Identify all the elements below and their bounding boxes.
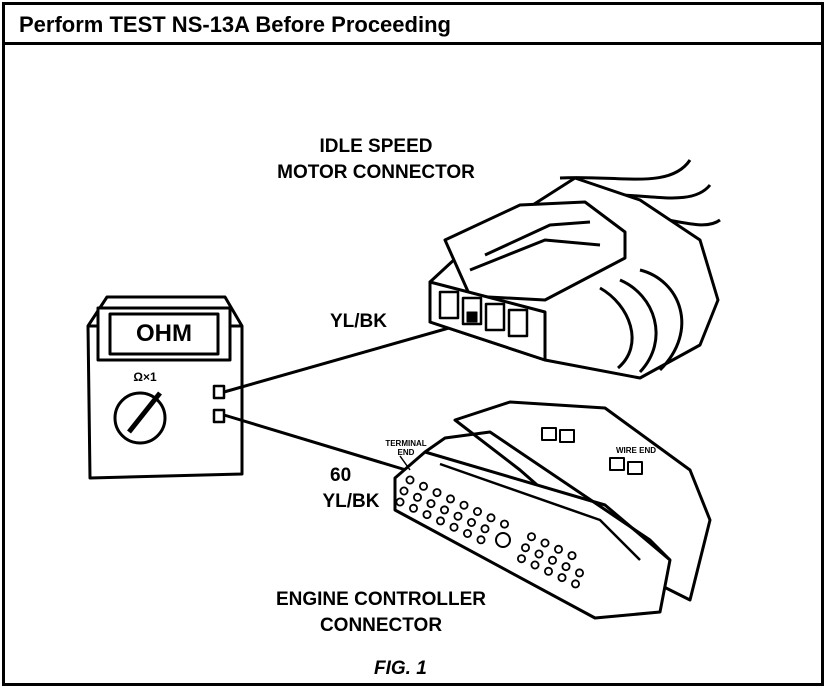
connector-pin — [571, 579, 581, 589]
connector-pin — [530, 560, 540, 570]
connector-pin — [548, 555, 558, 565]
connector-pin — [517, 554, 527, 564]
connector-pin — [554, 544, 564, 554]
ecc-label-line1: ENGINE CONTROLLER — [275, 589, 487, 610]
connector-pins — [395, 475, 585, 589]
connector-pin — [540, 538, 550, 548]
connector-pin — [422, 510, 432, 520]
connector-pin — [408, 503, 418, 513]
diagram-frame: Perform TEST NS-13A Before Proceeding — [2, 2, 824, 686]
connector-pin — [534, 549, 544, 559]
connector-pin — [521, 543, 531, 553]
connector-pin — [476, 535, 486, 545]
connector-pin — [412, 492, 422, 502]
connector-pin — [445, 494, 455, 504]
meter-range-label: Ω×1 — [133, 370, 157, 384]
terminal-end-label: TERMINAL END — [376, 439, 436, 457]
connector-pin — [462, 529, 472, 539]
terminal-end-pointer — [399, 455, 411, 471]
connector-pin — [557, 573, 567, 583]
terminal-end-line2: END — [397, 448, 415, 457]
connector-pin — [466, 518, 476, 528]
connector-pin — [453, 511, 463, 521]
connector-pin — [480, 524, 490, 534]
engine-controller-wire-label: 60 YL/BK — [306, 463, 396, 515]
wire-end-label: WIRE END — [616, 446, 656, 455]
isc-label-line1: IDLE SPEED — [319, 136, 433, 157]
connector-pin — [399, 486, 409, 496]
meter-display-text: OHM — [136, 320, 192, 347]
pin-number-label: 60 — [330, 465, 352, 486]
connector-pin — [567, 551, 577, 561]
connector-center-bolt — [495, 532, 511, 548]
title-bar: Perform TEST NS-13A Before Proceeding — [5, 5, 821, 45]
connector-pin — [459, 500, 469, 510]
connector-pin — [449, 522, 459, 532]
ecc-label-line2: CONNECTOR — [319, 615, 443, 636]
terminal-end-line1: TERMINAL — [385, 439, 427, 448]
connector-pin — [561, 562, 571, 572]
test-leads — [223, 320, 471, 472]
figure-caption: FIG. 1 — [374, 658, 427, 679]
connector-pin — [426, 499, 436, 509]
connector-pin — [395, 497, 405, 507]
idle-speed-motor-connector — [428, 159, 721, 380]
connector-pin — [499, 519, 509, 529]
idle-speed-motor-connector-label: IDLE SPEED MOTOR CONNECTOR — [258, 134, 494, 186]
connector-pin — [472, 506, 482, 516]
connector-pin — [544, 566, 554, 576]
engine-controller-connector-label: ENGINE CONTROLLER CONNECTOR — [256, 587, 506, 639]
connector-pin — [486, 513, 496, 523]
wire-color-label-top: YL/BK — [330, 311, 387, 332]
connector-pin — [435, 516, 445, 526]
connector-pin — [405, 475, 415, 485]
connector-pin — [432, 488, 442, 498]
ohmmeter — [86, 295, 244, 480]
connector-pin — [575, 568, 585, 578]
isc-label-line2: MOTOR CONNECTOR — [277, 162, 475, 183]
connector-pin — [527, 532, 537, 542]
connector-pin — [439, 505, 449, 515]
page-title: Perform TEST NS-13A Before Proceeding — [19, 12, 451, 37]
connector-pin — [418, 481, 428, 491]
wire-color-label-bottom: YL/BK — [322, 491, 380, 512]
